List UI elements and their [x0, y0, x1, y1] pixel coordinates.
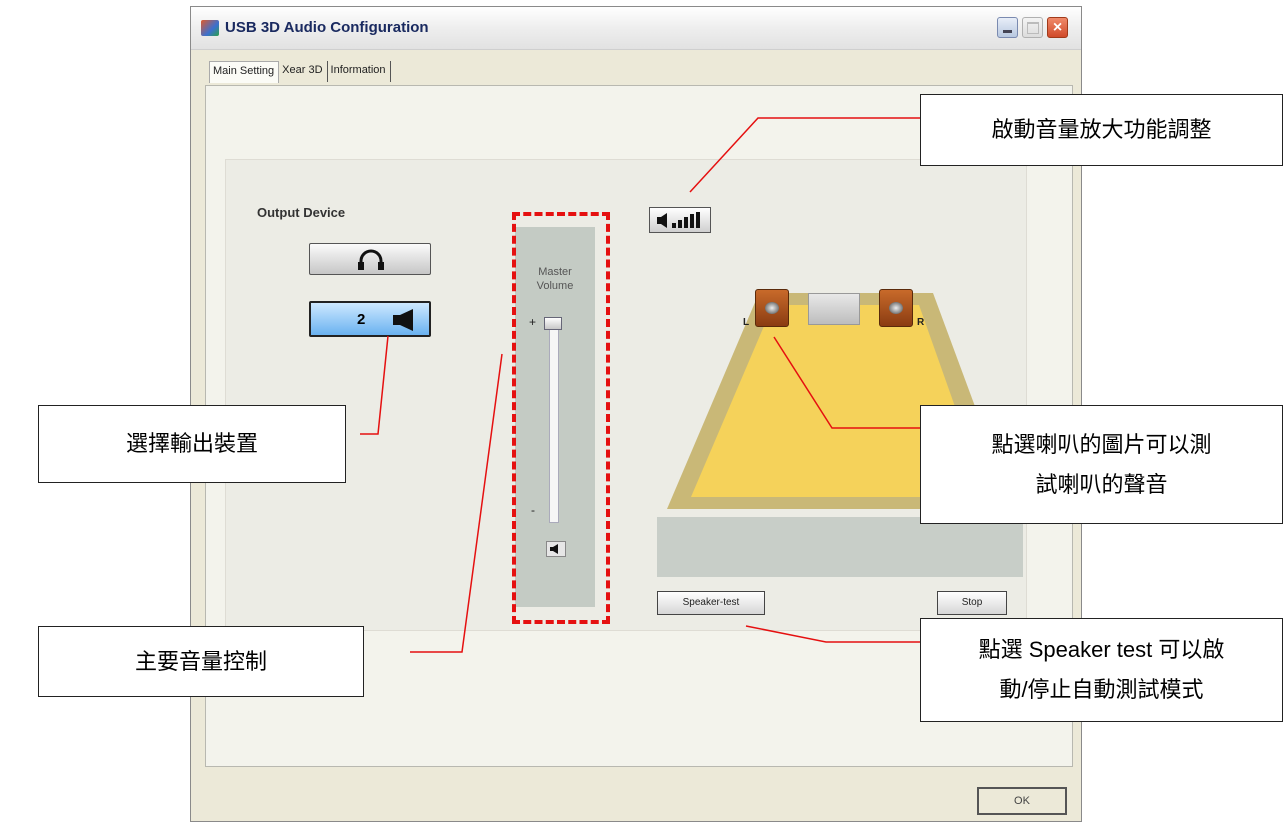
- minimize-button[interactable]: [997, 17, 1018, 38]
- speaker-mute-icon: [550, 544, 558, 554]
- right-speaker-label: R: [917, 317, 925, 328]
- left-speaker-label: L: [743, 317, 750, 328]
- maximize-button[interactable]: [1022, 17, 1043, 38]
- callout-volume-boost: 啟動音量放大功能調整: [920, 94, 1283, 166]
- ok-button[interactable]: OK: [977, 787, 1067, 815]
- volume-boost-button[interactable]: [649, 207, 711, 233]
- callout-speaker-click: 點選喇叭的圖片可以測 試喇叭的聲音: [920, 405, 1283, 524]
- volume-boost-icon: [657, 212, 700, 228]
- left-speaker[interactable]: [755, 289, 789, 327]
- tab-strip: Main Setting Xear 3D Information: [209, 61, 391, 83]
- volume-slider-thumb[interactable]: [544, 317, 562, 330]
- tab-information[interactable]: Information: [328, 61, 391, 82]
- speaker-test-button[interactable]: Speaker-test: [657, 591, 765, 615]
- volume-plus-label: +: [529, 315, 537, 329]
- tab-xear-3d[interactable]: Xear 3D: [279, 61, 328, 82]
- headphone-output-button[interactable]: [309, 243, 431, 275]
- master-volume-panel: Master Volume + -: [515, 227, 595, 607]
- app-icon: [201, 20, 219, 36]
- callout-speaker-test: 點選 Speaker test 可以啟 動/停止自動測試模式: [920, 618, 1283, 722]
- speaker-count: 2: [357, 311, 366, 328]
- line-select-output: [360, 335, 389, 435]
- line-speaker-click: [773, 336, 920, 429]
- callout-select-output: 選擇輸出裝置: [38, 405, 346, 483]
- line-speaker-test: [745, 625, 920, 643]
- speaker-stage-base: [657, 517, 1023, 577]
- tab-main-setting[interactable]: Main Setting: [209, 61, 280, 83]
- window-title: USB 3D Audio Configuration: [225, 19, 429, 36]
- line-volume-boost: [689, 117, 920, 193]
- close-button[interactable]: ×: [1047, 17, 1068, 38]
- stop-button[interactable]: Stop: [937, 591, 1007, 615]
- callout-master-volume: 主要音量控制: [38, 626, 364, 697]
- headphone-icon: [358, 249, 384, 270]
- speaker-icon: [393, 309, 413, 331]
- right-speaker[interactable]: [879, 289, 913, 327]
- output-device-label: Output Device: [257, 205, 346, 220]
- center-speaker[interactable]: [808, 293, 860, 325]
- master-volume-label: Master Volume: [536, 266, 574, 292]
- mute-button[interactable]: [546, 541, 566, 557]
- line-master-volume: [410, 353, 503, 653]
- title-bar[interactable]: USB 3D Audio Configuration ×: [191, 7, 1081, 50]
- volume-minus-label: -: [531, 503, 535, 517]
- speaker-output-button[interactable]: 2: [309, 301, 431, 337]
- master-volume-highlight: [512, 212, 610, 624]
